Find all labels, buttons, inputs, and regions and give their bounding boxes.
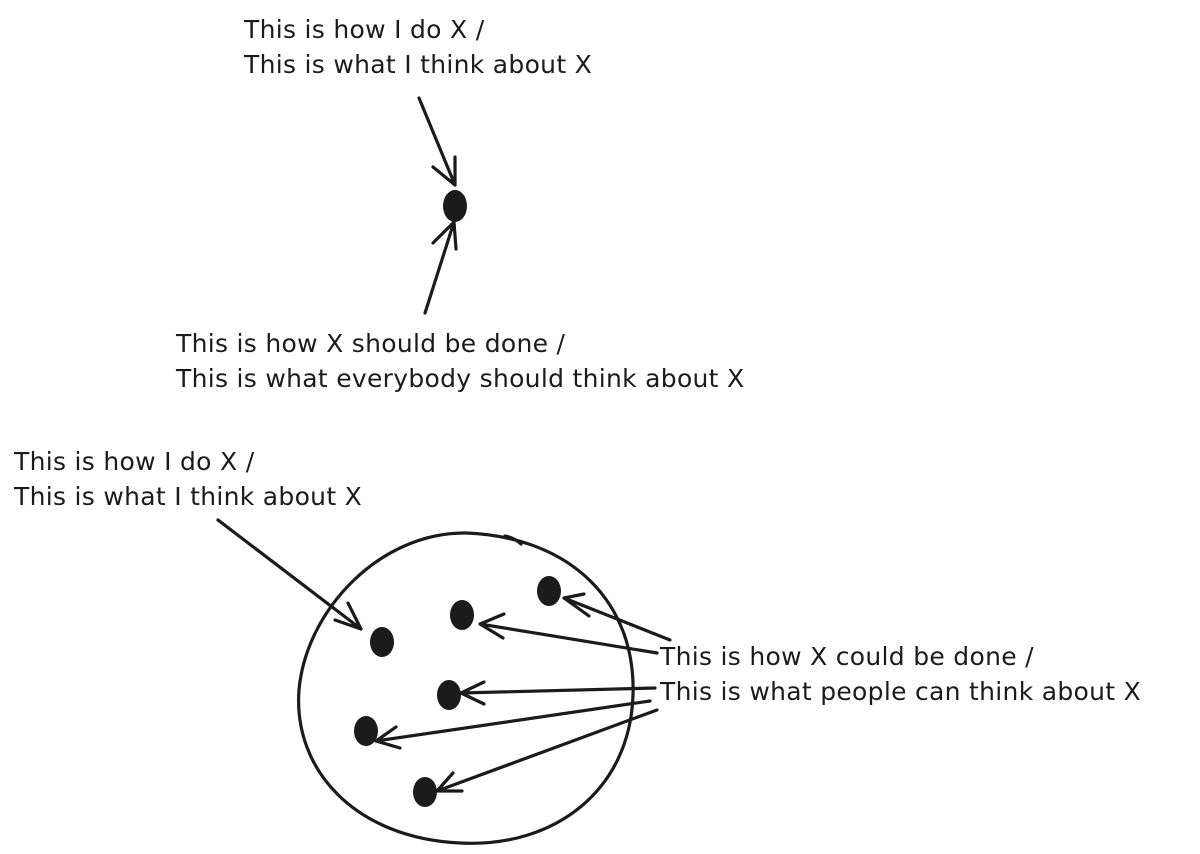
possibility-space-circle (297, 531, 635, 845)
own-point-dot (370, 627, 394, 657)
arrow-to-point-3 (459, 680, 657, 706)
arrow-to-point-4 (374, 699, 652, 750)
label-line: This is what I think about X (244, 50, 593, 79)
single-point-dot (443, 190, 467, 222)
possibility-space-circle-overlap (503, 534, 523, 546)
top-self-label: This is how I do X / This is what I thin… (244, 12, 592, 82)
arrow-self-to-point (417, 96, 457, 187)
possible-point-dot (413, 777, 437, 807)
arrow-to-point-2 (478, 612, 659, 655)
label-line: This is what everybody should think abou… (176, 364, 745, 393)
arrow-norm-to-point (423, 220, 458, 315)
bottom-possibilities-label: This is how X could be done / This is wh… (660, 639, 1141, 709)
label-line: This is how I do X / (244, 15, 485, 44)
arrow-self-to-own-point (216, 518, 363, 631)
arrow-to-point-5 (435, 708, 659, 793)
label-line: This is what people can think about X (660, 677, 1142, 706)
possible-point-dot (354, 716, 378, 746)
possible-point-dot (437, 680, 461, 710)
bottom-self-label: This is how I do X / This is what I thin… (14, 444, 362, 514)
top-norm-label: This is how X should be done / This is w… (176, 326, 744, 396)
arrow-to-point-1 (562, 592, 672, 642)
label-line: This is how I do X / (14, 447, 255, 476)
label-line: This is what I think about X (14, 482, 363, 511)
possible-point-dot (450, 600, 474, 630)
possible-point-dot (537, 576, 561, 606)
label-line: This is how X could be done / (660, 642, 1034, 671)
label-line: This is how X should be done / (176, 329, 566, 358)
